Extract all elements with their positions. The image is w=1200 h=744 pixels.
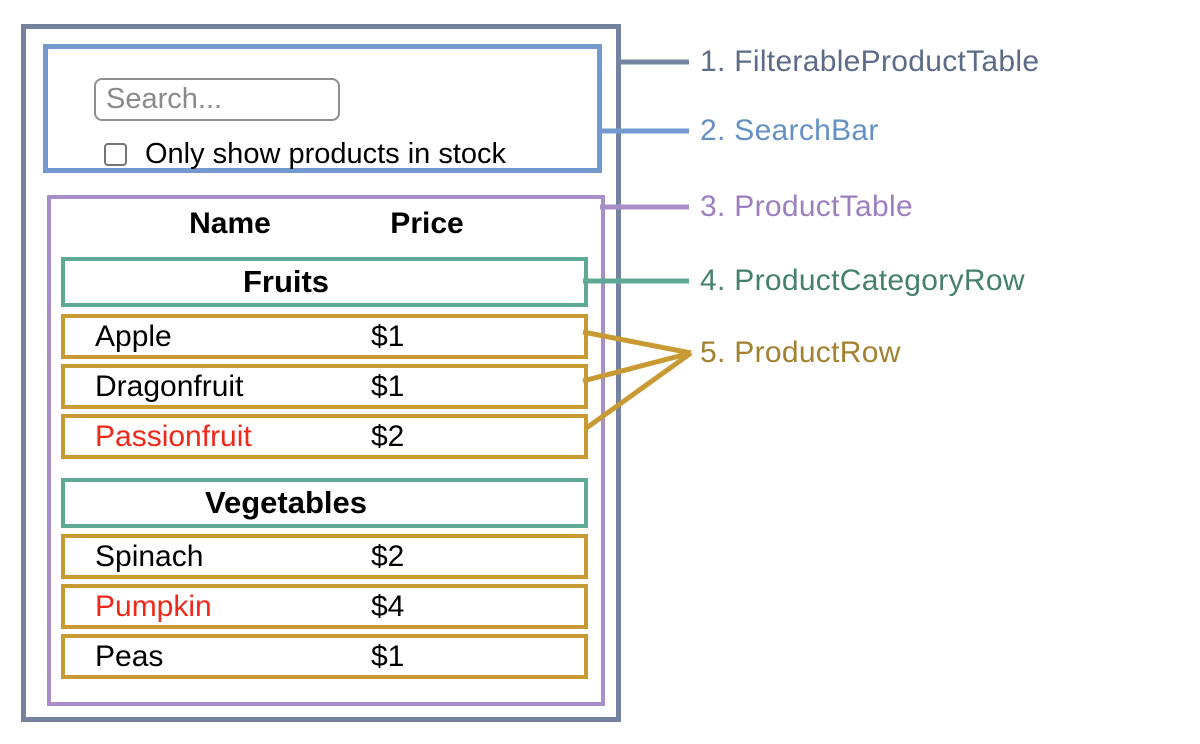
- legend-item-product-category-row: 4. ProductCategoryRow: [700, 264, 1025, 297]
- category-label: Vegetables: [205, 485, 367, 520]
- table-header-row: Name Price: [61, 199, 588, 249]
- product-category-row-fruits: Fruits: [61, 257, 588, 307]
- filterable-product-table-box: Only show products in stock Name Price F…: [21, 24, 621, 722]
- product-price: $1: [371, 639, 405, 673]
- search-input[interactable]: [94, 78, 340, 121]
- legend-item-product-table: 3. ProductTable: [700, 190, 913, 223]
- product-row-dragonfruit: Dragonfruit $1: [61, 364, 588, 409]
- column-header-price: Price: [390, 207, 464, 240]
- legend-item-filterable-product-table: 1. FilterableProductTable: [700, 45, 1040, 78]
- legend-item-product-row: 5. ProductRow: [700, 336, 901, 369]
- category-label: Fruits: [242, 264, 330, 299]
- product-name: Peas: [95, 639, 164, 673]
- product-name: Spinach: [95, 539, 204, 573]
- product-price: $1: [371, 319, 405, 353]
- in-stock-checkbox-label: Only show products in stock: [145, 138, 507, 170]
- product-name-out-of-stock: Pumpkin: [95, 589, 212, 623]
- product-row-apple: Apple $1: [61, 314, 588, 359]
- legend-item-search-bar: 2. SearchBar: [700, 114, 879, 147]
- in-stock-checkbox[interactable]: [104, 143, 127, 166]
- product-row-pumpkin: Pumpkin $4: [61, 584, 588, 629]
- in-stock-filter: Only show products in stock: [104, 138, 506, 171]
- product-category-row-vegetables: Vegetables: [61, 478, 588, 528]
- product-name-out-of-stock: Passionfruit: [95, 419, 252, 453]
- search-bar-box: Only show products in stock: [43, 44, 602, 173]
- product-price: $4: [371, 589, 405, 623]
- column-header-name: Name: [189, 207, 271, 240]
- product-price: $2: [371, 419, 405, 453]
- product-table-rows: Name Price Fruits Apple $1 Dragonfruit $…: [61, 199, 588, 679]
- product-row-spinach: Spinach $2: [61, 534, 588, 579]
- product-table-box: Name Price Fruits Apple $1 Dragonfruit $…: [47, 195, 605, 706]
- product-row-peas: Peas $1: [61, 634, 588, 679]
- product-price: $2: [371, 539, 405, 573]
- product-price: $1: [371, 369, 405, 403]
- product-name: Dragonfruit: [95, 369, 244, 403]
- product-name: Apple: [95, 319, 172, 353]
- product-row-passionfruit: Passionfruit $2: [61, 414, 588, 459]
